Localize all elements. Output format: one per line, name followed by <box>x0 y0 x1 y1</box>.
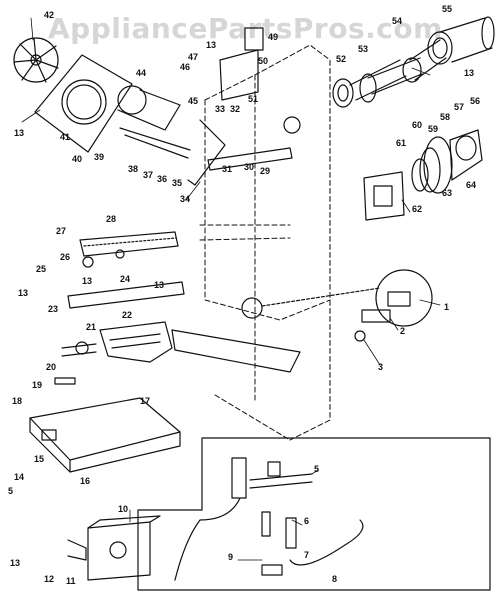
callout: 11 <box>66 576 76 586</box>
callout: 53 <box>358 44 368 54</box>
blower-fan <box>13 37 59 83</box>
callout: 14 <box>14 472 24 482</box>
callout: 2 <box>400 326 405 336</box>
callout: 50 <box>258 56 268 66</box>
callout: 6 <box>304 516 309 526</box>
callout: 55 <box>442 4 452 14</box>
callout: 17 <box>140 396 150 406</box>
callout: 23 <box>48 304 58 314</box>
callout: 28 <box>106 214 116 224</box>
callout: 44 <box>136 68 146 78</box>
callout: 1 <box>444 302 449 312</box>
callout: 62 <box>412 204 422 214</box>
bracket-34 <box>187 119 226 186</box>
callout: 20 <box>46 362 56 372</box>
callout: 37 <box>143 170 153 180</box>
callout: 41 <box>60 132 70 142</box>
callout: 3 <box>378 362 383 372</box>
callout: 31 <box>222 164 232 174</box>
leader-lines <box>21 17 441 561</box>
callout: 7 <box>304 550 309 560</box>
callout: 27 <box>56 226 66 236</box>
callout: 54 <box>392 16 402 26</box>
callout: 35 <box>172 178 182 188</box>
callout: 38 <box>128 164 138 174</box>
callout: 9 <box>228 552 233 562</box>
pilot-inset <box>137 437 491 591</box>
callout: 46 <box>180 62 190 72</box>
callout: 10 <box>118 504 128 514</box>
callout: 13 <box>10 558 20 568</box>
wall-plate-62 <box>363 171 405 221</box>
bar-23 <box>67 281 185 309</box>
callout: 49 <box>268 32 278 42</box>
valve-20 <box>61 343 97 357</box>
callout: 40 <box>72 154 82 164</box>
blower-plate <box>34 54 133 153</box>
callout: 59 <box>428 124 438 134</box>
callout: 52 <box>336 54 346 64</box>
callout: 13 <box>18 288 28 298</box>
callout: 56 <box>470 96 480 106</box>
gasket <box>171 329 301 373</box>
callout: 64 <box>466 180 476 190</box>
control-box <box>219 49 259 101</box>
gas-valve-10 <box>67 515 161 581</box>
callout: 42 <box>44 10 54 20</box>
callout: 13 <box>14 128 24 138</box>
callout: 58 <box>440 112 450 122</box>
callout: 33 <box>215 104 225 114</box>
callout: 13 <box>206 40 216 50</box>
callout: 32 <box>230 104 240 114</box>
callout: 39 <box>94 152 104 162</box>
callout-labels: 42 13 41 40 39 38 37 36 35 34 44 45 46 4… <box>8 4 480 586</box>
callout: 51 <box>248 94 258 104</box>
callout: 30 <box>244 162 254 172</box>
bracket-28 <box>79 231 179 257</box>
callout: 47 <box>188 52 198 62</box>
callout: 16 <box>80 476 90 486</box>
callout: 57 <box>454 102 464 112</box>
callout: 19 <box>32 380 42 390</box>
detail-circle <box>241 269 433 342</box>
callout: 8 <box>332 574 337 584</box>
burner-22 <box>99 321 173 363</box>
callout: 13 <box>82 276 92 286</box>
callout: 13 <box>154 280 164 290</box>
callout: 13 <box>464 68 474 78</box>
rail-31 <box>207 147 293 171</box>
callout: 25 <box>36 264 46 274</box>
limit-switch <box>244 27 264 51</box>
vent-pipes <box>332 16 495 108</box>
callout: 18 <box>12 396 22 406</box>
callout: 5 <box>314 464 319 474</box>
callout: 22 <box>122 310 132 320</box>
callout: 29 <box>260 166 270 176</box>
callout: 45 <box>188 96 198 106</box>
callout: 36 <box>157 174 167 184</box>
callout: 5 <box>8 486 13 496</box>
callout: 34 <box>180 194 190 204</box>
callout: 15 <box>34 454 44 464</box>
base-pan <box>29 397 181 461</box>
blower-motor <box>117 85 191 159</box>
callout: 12 <box>44 574 54 584</box>
callout: 63 <box>442 188 452 198</box>
callout: 21 <box>86 322 96 332</box>
callout: 26 <box>60 252 70 262</box>
callout: 61 <box>396 138 406 148</box>
callout: 60 <box>412 120 422 130</box>
callout: 24 <box>120 274 130 284</box>
vent-terminal <box>411 129 483 194</box>
